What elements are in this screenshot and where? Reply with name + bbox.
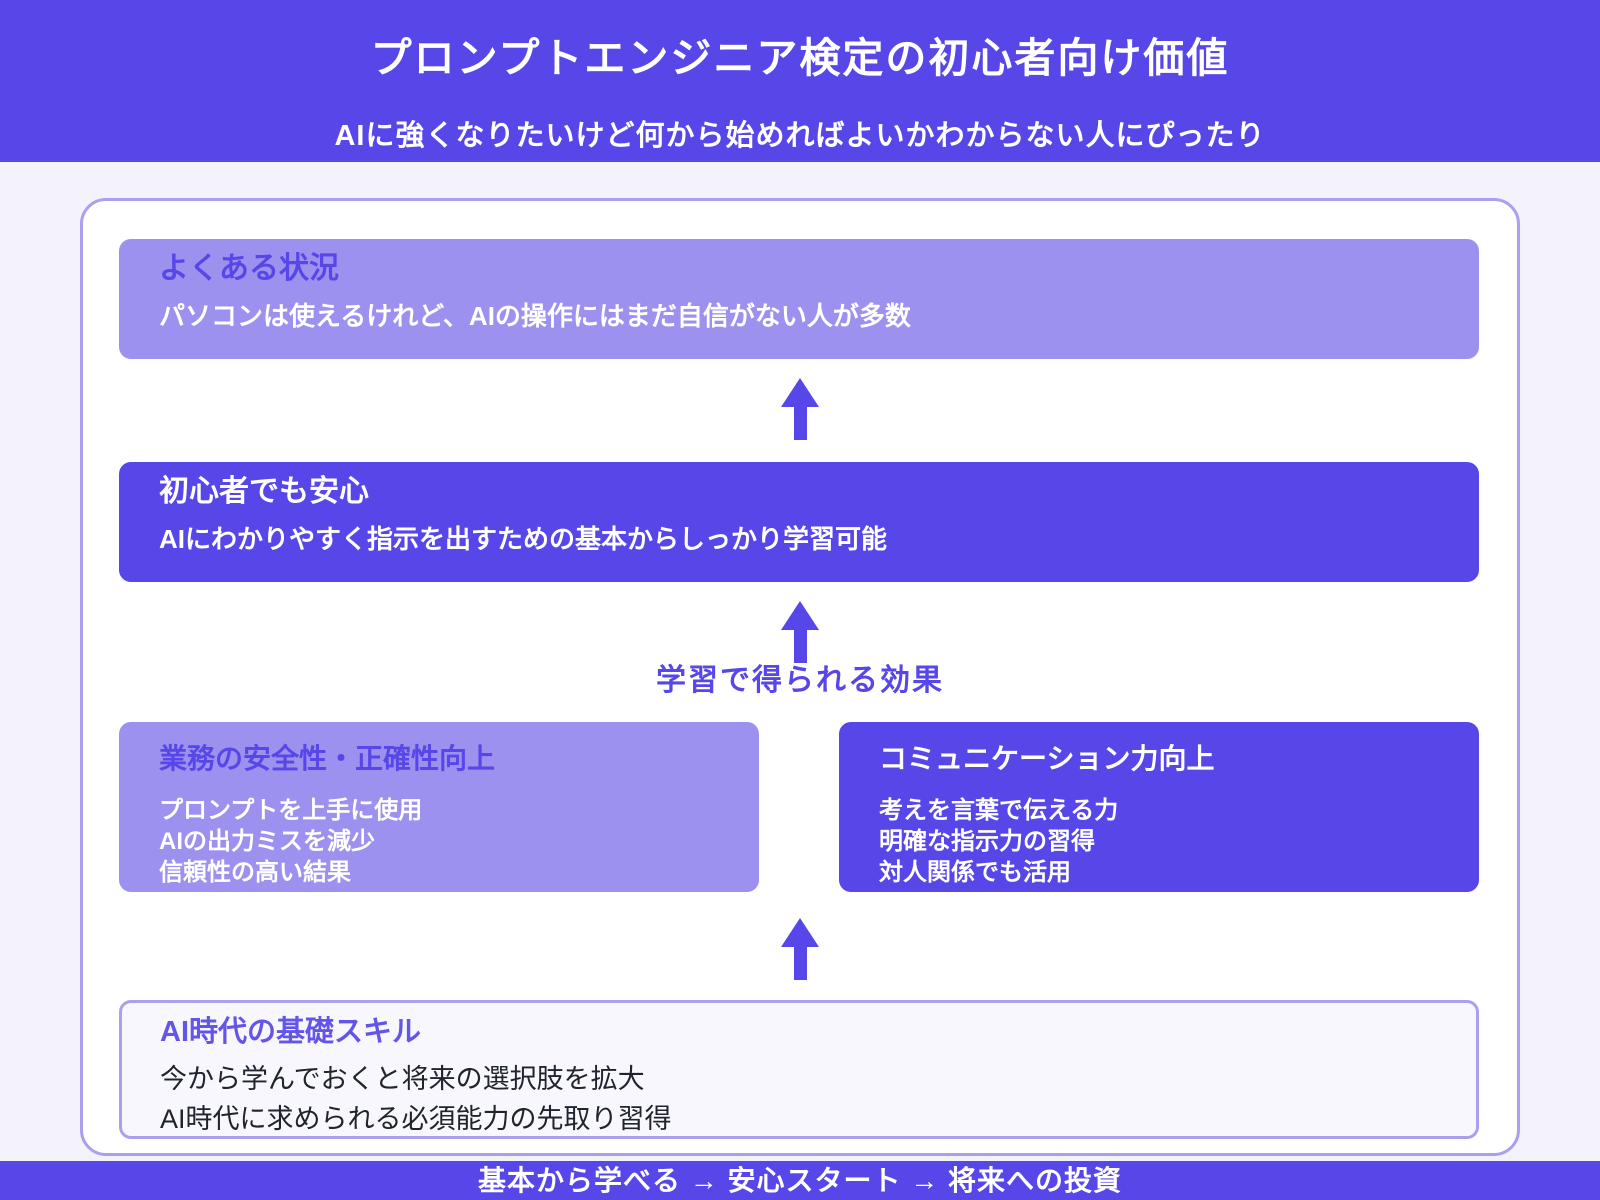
effects-label: 学習で得られる効果 <box>656 664 944 697</box>
effect-safety-heading: 業務の安全性・正確性向上 <box>159 743 496 774</box>
footer-banner: 基本から学べる → 安心スタート → 将来への投資 <box>0 1161 1600 1200</box>
up-arrow-head <box>781 601 819 630</box>
reassurance-body: AIにわかりやすく指示を出すための基本からしっかり学習可能 <box>159 524 888 554</box>
reassurance-heading: 初心者でも安心 <box>159 475 369 508</box>
effect-safety-line: AIの出力ミスを減少 <box>159 827 375 855</box>
up-arrow-icon <box>781 601 819 663</box>
reassurance-box: 初心者でも安心 AIにわかりやすく指示を出すための基本からしっかり学習可能 <box>119 462 1479 582</box>
effect-communication-line: 対人関係でも活用 <box>879 858 1071 886</box>
effects-row: 業務の安全性・正確性向上 プロンプトを上手に使用 AIの出力ミスを減少 信頼性の… <box>119 722 1479 892</box>
up-arrow-stem <box>793 630 807 663</box>
foundation-heading: AI時代の基礎スキル <box>160 1016 422 1048</box>
effect-card-communication: コミュニケーション力向上 考えを言葉で伝える力 明確な指示力の習得 対人関係でも… <box>839 722 1479 892</box>
page-subtitle: AIに強くなりたいけど何から始めればよいかわからない人にぴったり <box>334 120 1266 152</box>
effect-communication-line: 考えを言葉で伝える力 <box>879 796 1119 824</box>
effect-card-safety: 業務の安全性・正確性向上 プロンプトを上手に使用 AIの出力ミスを減少 信頼性の… <box>119 722 759 892</box>
header-banner: プロンプトエンジニア検定の初心者向け価値 AIに強くなりたいけど何から始めればよ… <box>0 0 1600 162</box>
effect-safety-line: 信頼性の高い結果 <box>159 858 351 886</box>
up-arrow-head <box>781 378 819 407</box>
foundation-line: 今から学んでおくと将来の選択肢を拡大 <box>160 1063 645 1094</box>
diagram-container: よくある状況 パソコンは使えるけれど、AIの操作にはまだ自信がない人が多数 初心… <box>80 198 1520 1156</box>
up-arrow-head <box>781 918 819 947</box>
effect-communication-heading: コミュニケーション力向上 <box>879 743 1215 774</box>
effect-communication-line: 明確な指示力の習得 <box>879 827 1095 855</box>
situation-body: パソコンは使えるけれど、AIの操作にはまだ自信がない人が多数 <box>159 301 911 331</box>
foundation-lines: 今から学んでおくと将来の選択肢を拡大 AI時代に求められる必須能力の先取り習得 <box>160 1059 1438 1139</box>
page-title: プロンプトエンジニア検定の初心者向け価値 <box>370 35 1230 81</box>
up-arrow-icon <box>781 378 819 440</box>
situation-heading: よくある状況 <box>159 252 339 285</box>
foundation-line: AI時代に求められる必須能力の先取り習得 <box>160 1103 672 1134</box>
up-arrow-icon <box>781 918 819 980</box>
foundation-box: AI時代の基礎スキル 今から学んでおくと将来の選択肢を拡大 AI時代に求められる… <box>119 1000 1479 1139</box>
situation-box: よくある状況 パソコンは使えるけれど、AIの操作にはまだ自信がない人が多数 <box>119 239 1479 359</box>
effect-communication-lines: 考えを言葉で伝える力 明確な指示力の習得 対人関係でも活用 <box>879 795 1439 888</box>
effect-safety-line: プロンプトを上手に使用 <box>159 796 423 824</box>
up-arrow-stem <box>793 407 807 440</box>
up-arrow-stem <box>793 947 807 980</box>
effect-safety-lines: プロンプトを上手に使用 AIの出力ミスを減少 信頼性の高い結果 <box>159 795 719 888</box>
